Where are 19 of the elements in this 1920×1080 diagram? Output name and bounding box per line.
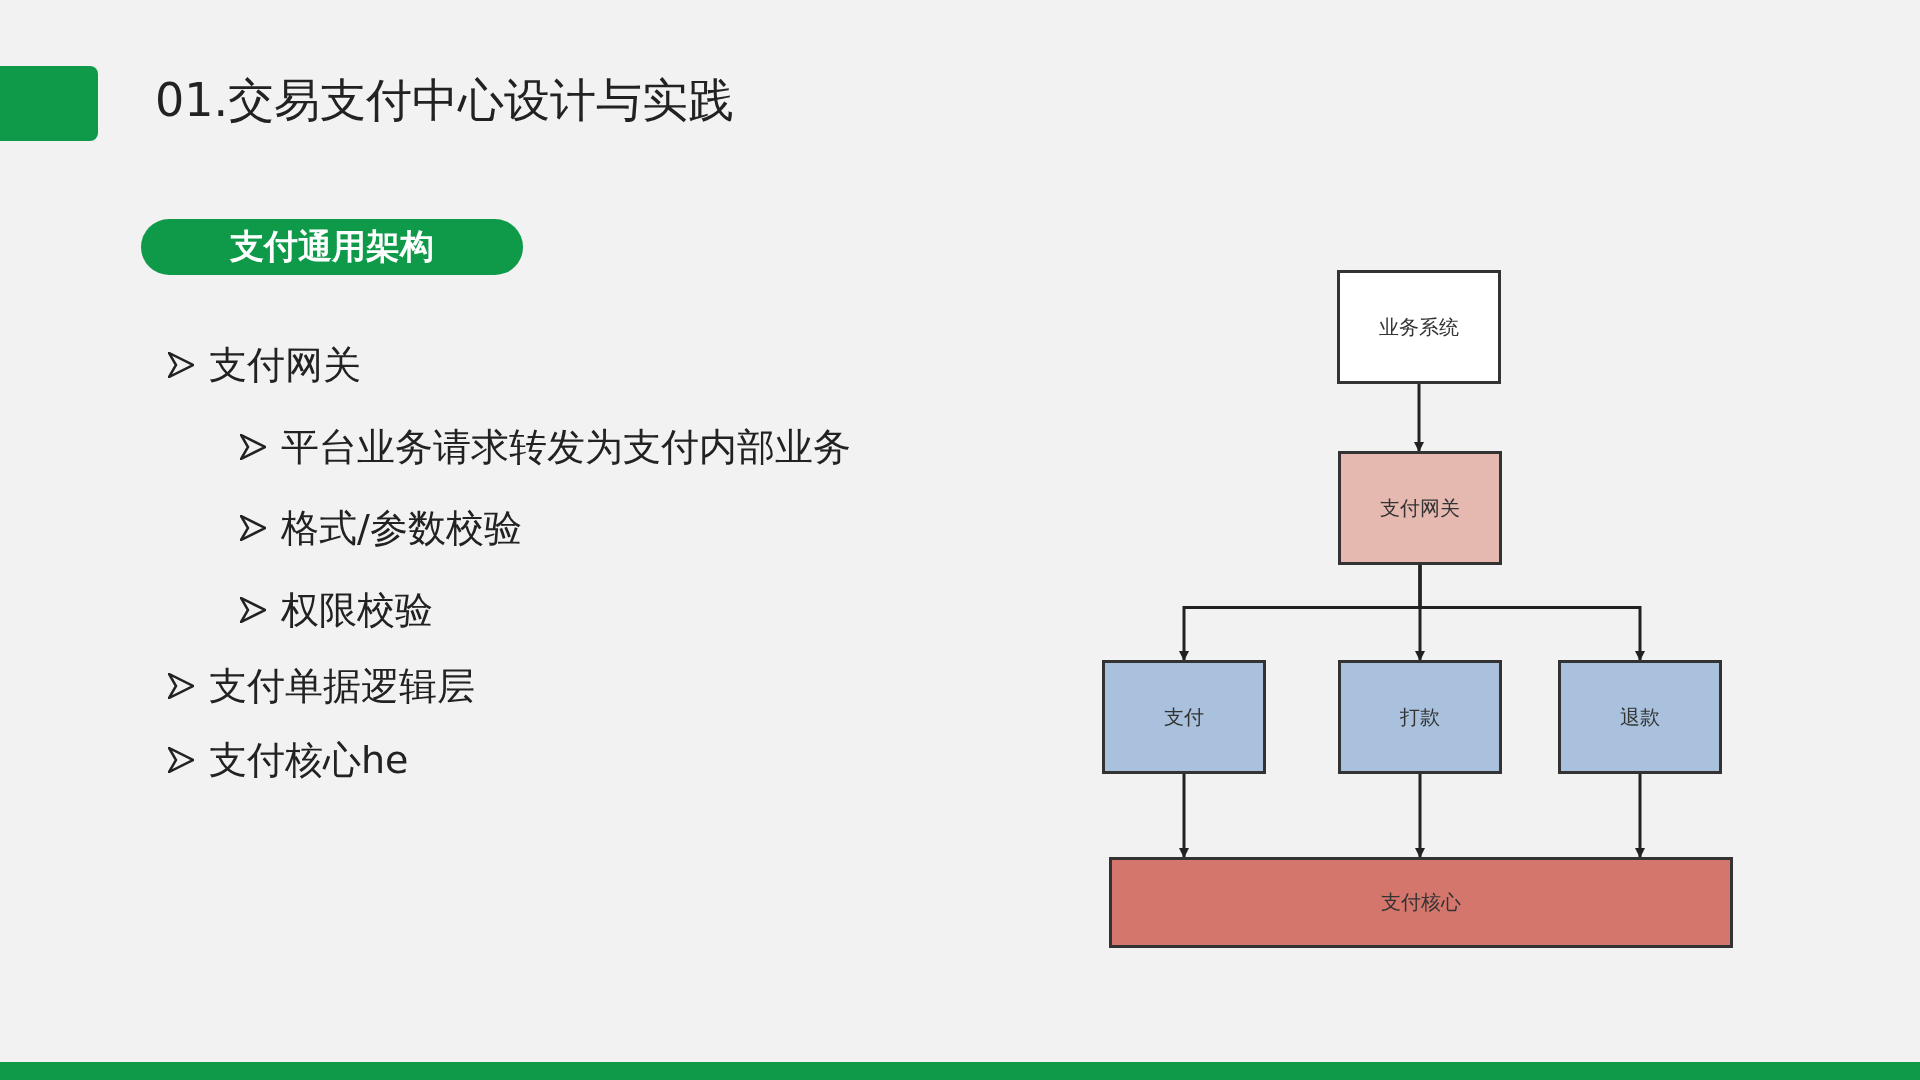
process-box: 支付 [1102, 660, 1266, 774]
process-box: 退款 [1558, 660, 1722, 774]
bullet-text: 格式/参数校验 [281, 505, 522, 552]
bullet-text: 支付核心he [209, 737, 409, 784]
arrow [1635, 774, 1645, 858]
bullet-text: 支付单据逻辑层 [209, 663, 475, 710]
arrow [1179, 774, 1189, 858]
arrow [1415, 774, 1425, 858]
bullet-text: 平台业务请求转发为支付内部业务 [281, 424, 851, 471]
process-box: 支付网关 [1338, 451, 1502, 565]
core-bar: 支付核心 [1109, 857, 1733, 948]
section-pill: 支付通用架构 [141, 219, 523, 275]
bullet-text: 权限校验 [281, 587, 433, 634]
process-box: 打款 [1338, 660, 1502, 774]
bullet-text: 支付网关 [209, 342, 361, 389]
slide-title: 01.交易支付中心设计与实践 [155, 72, 735, 129]
arrow [1414, 384, 1424, 452]
arrow [1418, 565, 1645, 661]
process-box: 业务系统 [1337, 270, 1501, 384]
